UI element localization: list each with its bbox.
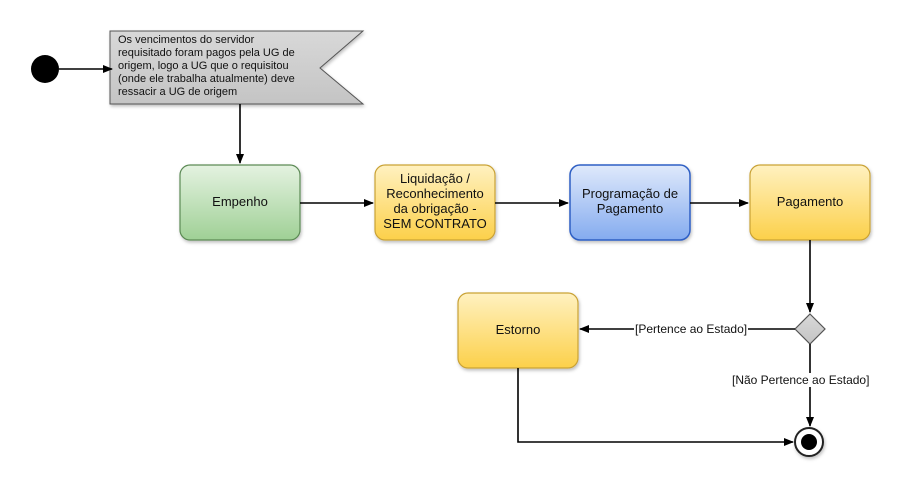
empenho-text: Empenho (212, 193, 268, 209)
liquidacao-text: da obrigação - (393, 201, 477, 216)
empenho-label: Empenho (180, 165, 300, 237)
start-node (31, 55, 59, 83)
liquidacao-text: Reconhecimento (386, 186, 484, 201)
note-line: Os vencimentos do servidor (118, 34, 255, 46)
edge-estorno-end (517, 368, 794, 446)
pagamento-label: Pagamento (750, 165, 870, 237)
liquidacao-text: Liquidação / (399, 171, 471, 186)
liquidacao-label: Liquidação / Reconhecimento da obrigação… (375, 165, 495, 237)
note-line: ressacir a UG de origem (118, 86, 238, 98)
note-line: origem, logo a UG que o requisitou (118, 60, 289, 72)
programacao-label: Programação de Pagamento (570, 165, 690, 237)
liquidacao-text: SEM CONTRATO (383, 216, 487, 231)
note-shape (109, 30, 365, 105)
pagamento-text: Pagamento (776, 193, 844, 209)
estorno-label: Estorno (458, 293, 578, 365)
programacao-text: Pagamento (596, 201, 664, 216)
decision-node (794, 313, 826, 345)
guard-nao-pertence-estado: [Não Pertence ao Estado] (731, 373, 871, 387)
estorno-text: Estorno (495, 321, 541, 337)
note-text: Os vencimentos do servidor requisitado f… (118, 34, 318, 99)
programacao-text: Programação de (581, 186, 679, 201)
note-line: (onde ele trabalha atualmente) deve (118, 73, 295, 85)
note-line: requisitado foram pagos pela UG de (118, 47, 295, 59)
end-node-inner (801, 434, 817, 450)
guard-pertence-estado: [Pertence ao Estado] (634, 322, 749, 336)
